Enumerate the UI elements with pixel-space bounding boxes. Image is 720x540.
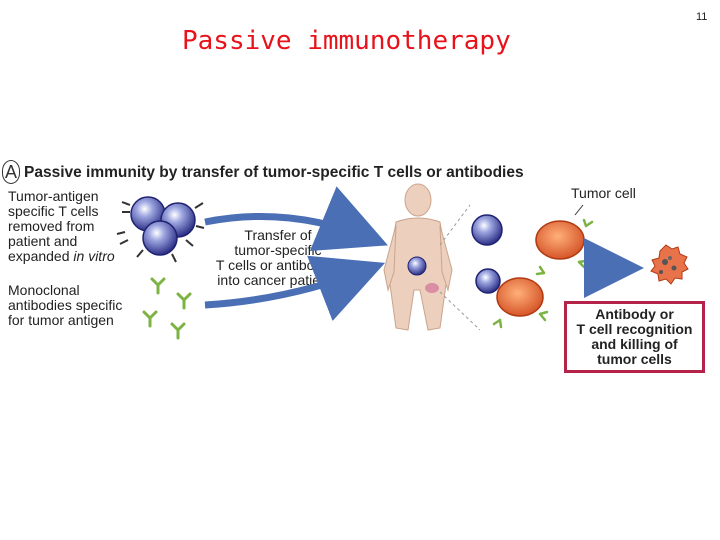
result-text: Antibody or T cell recognition and killi…: [576, 306, 693, 367]
figure-heading: Passive immunity by transfer of tumor-sp…: [24, 164, 524, 181]
human-body: [383, 183, 453, 331]
tcell-in-body: [407, 256, 427, 276]
page-number: 11: [696, 11, 708, 23]
tumor-cell: [496, 277, 544, 317]
killed-tumor-cell: [650, 244, 689, 285]
zoom-lines: [439, 204, 481, 331]
transfer-label: Transfer of tumor-specific T cells or an…: [215, 227, 341, 288]
antibody: [150, 277, 166, 295]
panel-letter: A: [2, 160, 20, 184]
bound-antibody: [582, 218, 594, 228]
tcells-label-text: Tumor-antigen specific T cells removed f…: [8, 188, 99, 264]
antibodies-label: Monoclonal antibodies specific for tumor…: [8, 282, 123, 328]
tumor-cell-label: Tumor cell: [571, 185, 636, 201]
tcells-label: Tumor-antigen specific T cells removed f…: [8, 189, 115, 264]
effector-tcell: [471, 214, 503, 246]
antibody-group: [142, 277, 192, 340]
tumor-site: [425, 283, 439, 293]
bound-antibody: [492, 318, 503, 329]
tcells-label-italic: in vitro: [73, 248, 115, 264]
tumor-pointer: [574, 204, 584, 216]
tcell: [142, 220, 178, 256]
tumor-cell: [535, 220, 585, 260]
result-box: Antibody or T cell recognition and killi…: [564, 301, 705, 373]
slide-title: Passive immunotherapy: [182, 26, 511, 56]
effector-tcell-2: [475, 268, 501, 294]
antibody: [176, 292, 192, 310]
bound-antibody: [577, 259, 587, 269]
antibody: [170, 322, 186, 340]
tcell: [130, 196, 166, 232]
bound-antibody: [538, 310, 549, 322]
bound-antibody: [535, 265, 546, 276]
tcell: [160, 202, 196, 238]
antibody: [142, 310, 158, 328]
tcell-cluster: [116, 196, 205, 263]
